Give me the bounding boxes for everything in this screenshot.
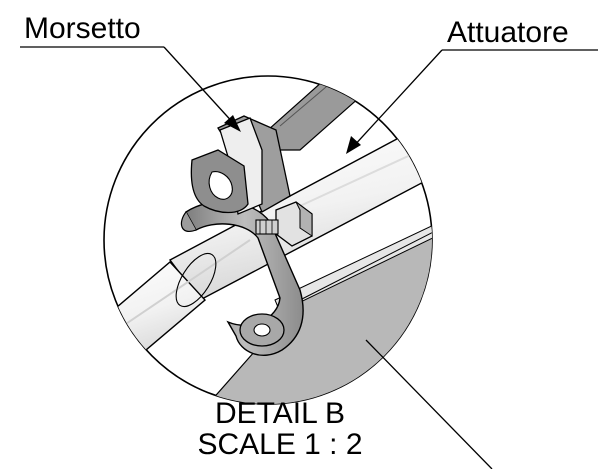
morsetto-arrowhead <box>224 115 241 132</box>
callout-attuatore: Attuatore <box>447 16 569 49</box>
detail-contents <box>104 76 432 404</box>
morsetto-leader <box>163 46 237 127</box>
attuatore-arrowhead <box>346 136 361 154</box>
callout-morsetto: Morsetto <box>24 12 141 45</box>
detail-caption: DETAIL B SCALE 1 : 2 <box>160 398 400 460</box>
frame-leader <box>365 339 493 469</box>
detail-title: DETAIL B <box>214 397 346 430</box>
detail-scale: SCALE 1 : 2 <box>197 428 363 461</box>
attuatore-leader <box>351 49 443 149</box>
